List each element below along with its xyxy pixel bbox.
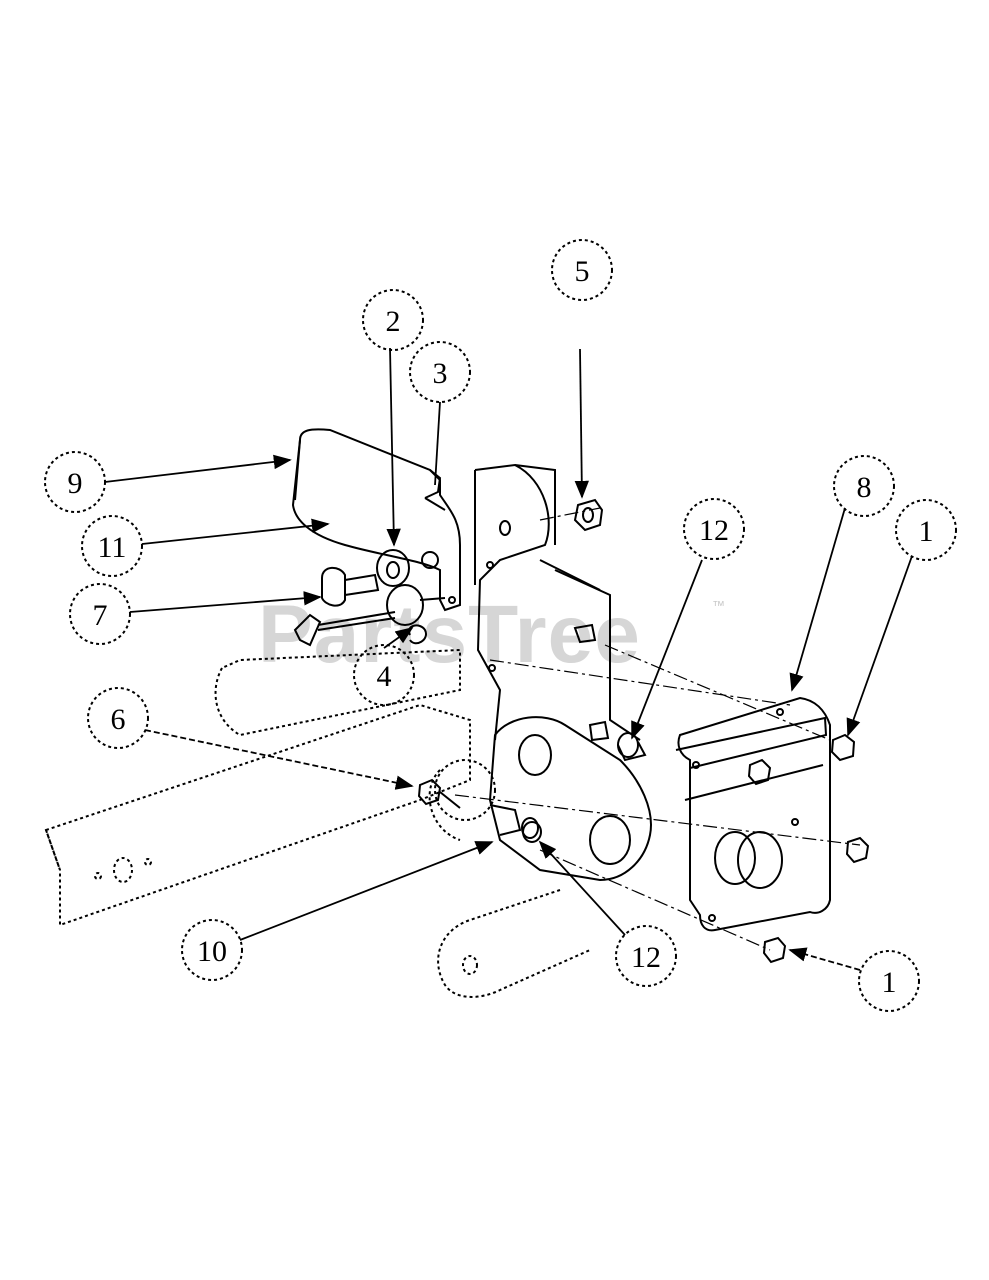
callout-4: 4 [353,644,415,706]
washer-and-bolt [321,549,410,607]
center-lines [454,507,861,951]
callout-bubbles: 9 11 7 2 3 5 4 6 10 12 12 8 1 1 [44,239,957,1012]
callout-3: 3 [409,341,471,403]
leader-lines [104,347,913,971]
svg-text:3: 3 [433,357,448,390]
svg-text:9: 9 [68,467,83,500]
callout-10: 10 [181,919,243,981]
svg-text:12: 12 [631,941,661,974]
frame-rail [44,648,471,927]
callout-1-upper: 1 [895,499,957,561]
callout-5: 5 [551,239,613,301]
callout-2: 2 [362,289,424,351]
upright-bracket [474,463,641,741]
spacers [522,623,647,843]
callout-7: 7 [69,583,131,645]
svg-text:2: 2 [386,305,401,338]
svg-text:1: 1 [882,966,897,999]
svg-text:7: 7 [93,599,108,632]
callout-12-upper: 12 [683,498,745,560]
callout-8: 8 [833,455,895,517]
spring-latch [293,584,446,647]
callout-11: 11 [81,515,143,577]
svg-text:12: 12 [699,514,729,547]
callout-1-lower: 1 [858,950,920,1012]
lock-nuts [417,733,870,964]
nut-top [573,498,604,532]
svg-text:1: 1 [919,515,934,548]
mounting-plate [675,696,831,932]
callout-12-lower: 12 [615,925,677,987]
svg-text:10: 10 [197,935,227,968]
svg-text:11: 11 [98,531,127,564]
pivot-arm [428,759,591,998]
trademark-mark: ™ [712,598,725,613]
callout-9: 9 [44,451,106,513]
svg-text:4: 4 [377,660,392,693]
quadrant-plate [488,716,652,882]
svg-text:8: 8 [857,471,872,504]
svg-text:5: 5 [575,255,590,288]
callout-6: 6 [87,687,149,749]
svg-text:6: 6 [111,703,126,736]
